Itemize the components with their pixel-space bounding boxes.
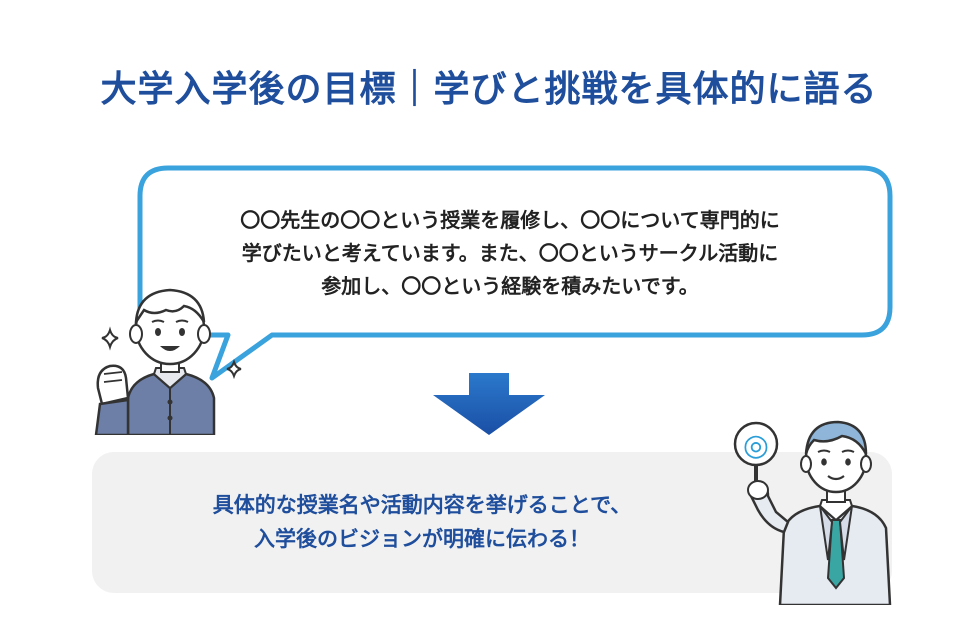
- page-title: 大学入学後の目標｜学びと挑戦を具体的に語る: [100, 69, 878, 110]
- down-arrow-icon: [433, 373, 545, 435]
- teacher-illustration: ◎: [733, 420, 892, 605]
- speech-line-1: 〇〇先生の〇〇という授業を履修し、〇〇について専門的に: [240, 208, 780, 232]
- conclusion-text: 具体的な授業名や活動内容を挙げることで、 入学後のビジョンが明確に伝わる！: [92, 488, 752, 556]
- speech-line-2: 学びたいと考えています。また、〇〇というサークル活動に: [241, 241, 779, 265]
- student-illustration: [94, 288, 242, 435]
- speech-bubble-text: 〇〇先生の〇〇という授業を履修し、〇〇について専門的に 学びたいと考えています。…: [150, 204, 870, 303]
- speech-line-3: 参加し、〇〇という経験を積みたいです。: [321, 274, 699, 298]
- sign-symbol-icon: ◎: [743, 428, 769, 463]
- conclusion-panel: [92, 452, 892, 593]
- conclusion-line-2: 入学後のビジョンが明確に伝わる！: [254, 527, 590, 551]
- sparkle-icon: [226, 358, 242, 380]
- sparkle-icon: [101, 326, 119, 351]
- conclusion-line-1: 具体的な授業名や活動内容を挙げることで、: [212, 493, 632, 517]
